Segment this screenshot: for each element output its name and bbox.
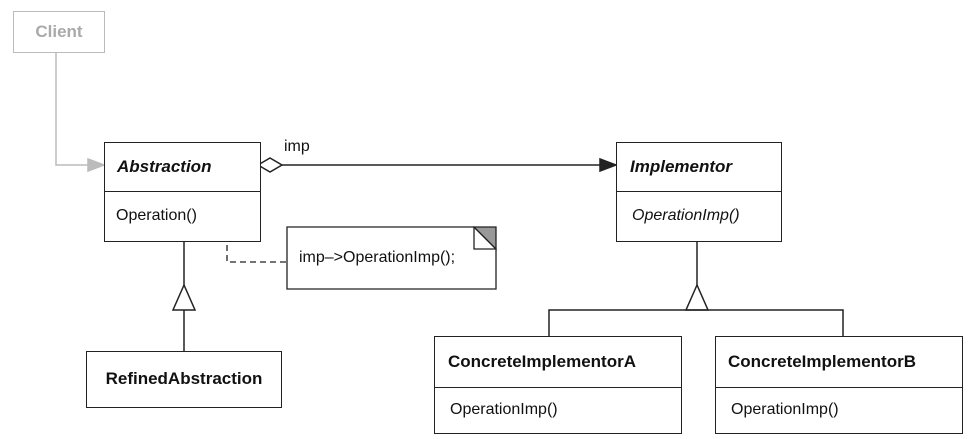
abstraction-class: Abstraction Operation() xyxy=(104,142,261,242)
operation-note: imp–>OperationImp(); xyxy=(299,249,456,266)
imp-association-label: imp xyxy=(284,138,310,155)
imp-association-edge xyxy=(256,157,619,173)
arrowhead-icon xyxy=(599,157,619,173)
note-fold-icon xyxy=(472,226,497,251)
abstraction-class-name: Abstraction xyxy=(117,157,212,176)
abstraction-operation: Operation() xyxy=(105,191,260,240)
generalization-triangle-icon xyxy=(684,283,710,311)
client-node: Client xyxy=(13,11,105,53)
refined-abstraction-class-name: RefinedAbstraction xyxy=(105,369,263,388)
note-shape xyxy=(286,226,497,290)
concrete-implementor-a-operation: OperationImp() xyxy=(435,387,681,432)
generalization-triangle-icon xyxy=(171,283,197,311)
concrete-implementor-a-class: ConcreteImplementorA OperationImp() xyxy=(434,336,682,434)
client-to-abstraction-edge xyxy=(55,53,107,173)
refined-abstraction-class: RefinedAbstraction xyxy=(86,351,282,408)
concrete-implementor-a-name: ConcreteImplementorA xyxy=(448,352,636,371)
concrete-implementor-b-class: ConcreteImplementorB OperationImp() xyxy=(715,336,963,434)
concrete-generalization-edge xyxy=(548,241,844,336)
refined-generalization-edge xyxy=(171,241,197,351)
concrete-implementor-b-name: ConcreteImplementorB xyxy=(728,352,916,371)
implementor-class: Implementor OperationImp() xyxy=(616,142,782,242)
concrete-implementor-b-operation: OperationImp() xyxy=(716,387,962,432)
aggregation-diamond-icon xyxy=(256,157,284,173)
implementor-class-name: Implementor xyxy=(630,157,733,176)
implementor-operation: OperationImp() xyxy=(617,191,781,240)
